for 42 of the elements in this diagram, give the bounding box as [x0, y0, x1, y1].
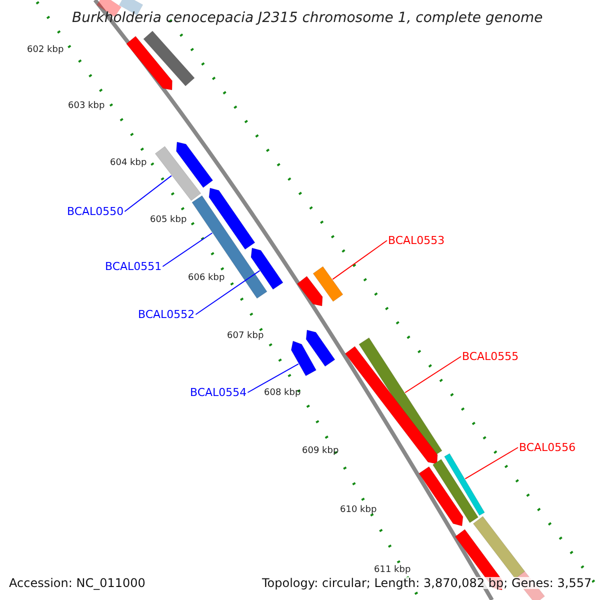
- gene-bar: [444, 453, 485, 516]
- pointed-gene-bar: [306, 330, 336, 367]
- pointed-gene-bar: [290, 340, 316, 376]
- gene-label: BCAL0552: [138, 309, 195, 320]
- gene-bar: [472, 516, 526, 579]
- leader-line: [247, 363, 299, 393]
- gene-bar: [143, 30, 195, 86]
- tick-label: 602 kbp: [27, 46, 64, 55]
- genome-info-text: Topology: circular; Length: 3,870,082 bp; Genes: 3,557: [262, 577, 592, 589]
- pointed-gene-bar: [418, 466, 464, 526]
- leader-line: [195, 270, 260, 315]
- gene-bar: [432, 459, 478, 523]
- leader-line: [404, 356, 462, 394]
- pointed-gene-bar: [176, 142, 214, 188]
- pointed-gene-bar: [296, 276, 323, 306]
- tick-label: 608 kbp: [264, 389, 301, 398]
- gene-label: BCAL0550: [67, 206, 124, 217]
- tick-label: 609 kbp: [302, 447, 339, 456]
- pointed-gene-bar: [126, 36, 172, 90]
- tick-label: 611 kbp: [374, 566, 411, 575]
- leader-line: [162, 232, 213, 267]
- leader-line: [124, 175, 172, 212]
- gene-label: BCAL0554: [190, 387, 247, 398]
- accession-text: Accession: NC_011000: [9, 577, 146, 589]
- tick-label: 603 kbp: [68, 102, 105, 111]
- tick-label: 605 kbp: [150, 216, 187, 225]
- gene-label: BCAL0551: [105, 261, 162, 272]
- pointed-gene-bar: [344, 346, 438, 464]
- leader-line: [332, 240, 388, 280]
- title: Burkholderia cenocepacia J2315 chromosome 1, complete genome: [72, 11, 543, 25]
- tick-label: 604 kbp: [110, 159, 147, 168]
- tick-label: 607 kbp: [227, 332, 264, 341]
- pointed-gene-bar: [250, 248, 284, 290]
- tick-label: 606 kbp: [188, 274, 225, 283]
- gene-bar: [154, 146, 202, 201]
- tick-label: 610 kbp: [340, 506, 377, 515]
- gene-bar: [312, 266, 344, 302]
- gene-label: BCAL0555: [462, 351, 519, 362]
- leader-line: [464, 447, 518, 480]
- pointed-gene-bar: [208, 188, 256, 250]
- gene-label: BCAL0556: [519, 442, 576, 453]
- gene-label: BCAL0553: [388, 235, 445, 246]
